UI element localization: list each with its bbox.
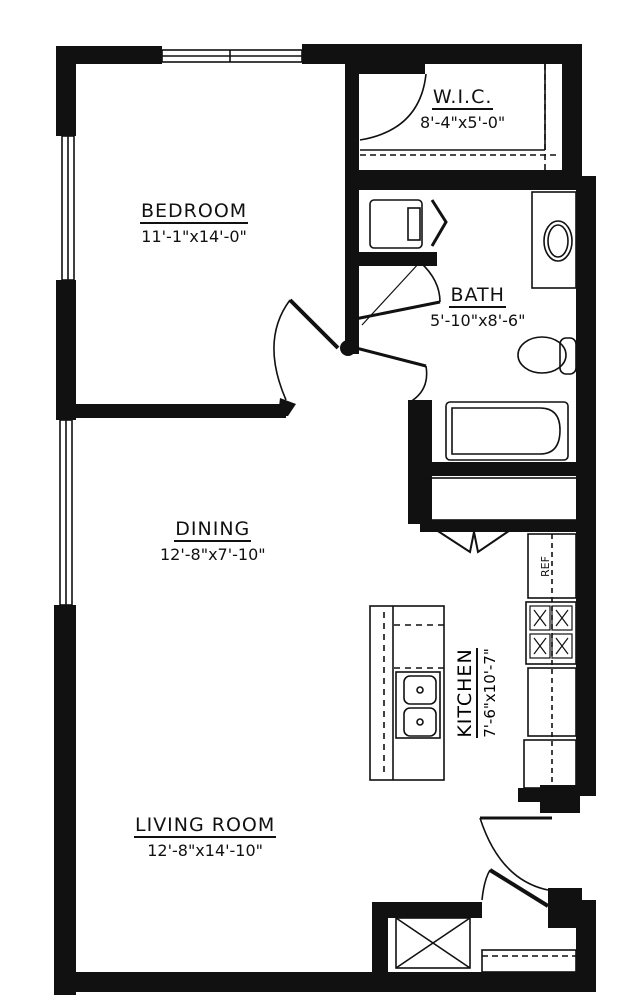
- room-name: W.I.C.: [431, 86, 494, 110]
- wall-bedroom-door-jamb: [278, 398, 296, 416]
- bathtub: [445, 401, 569, 461]
- hall-closet: [423, 477, 579, 521]
- bath-door-swing: [409, 365, 428, 403]
- wall-wic-header: [345, 64, 425, 74]
- wall-right-bath: [576, 176, 596, 796]
- room-label-dining: DINING 12'-8"x7'-10": [160, 518, 266, 566]
- toilet: [517, 336, 567, 374]
- wall-top-right: [302, 44, 582, 64]
- entry-bench: [481, 949, 577, 973]
- wall-bedroom-bottom: [56, 404, 286, 418]
- wic-door-swing: [359, 73, 427, 141]
- room-label-bath: BATH 5'-10"x8'-6": [430, 284, 525, 332]
- room-dimensions: 7'-6"x10'-7": [481, 648, 499, 738]
- room-label-wic: W.I.C. 8'-4"x5'-0": [420, 86, 505, 134]
- bath-sink: [543, 220, 573, 262]
- room-dimensions: 12'-8"x7'-10": [160, 545, 266, 564]
- room-name: BATH: [449, 284, 506, 308]
- room-name: LIVING ROOM: [134, 814, 277, 838]
- wall-bath-closet: [359, 252, 437, 266]
- kitchen-counter-end: [523, 739, 577, 789]
- bedroom-door-swing: [273, 299, 291, 401]
- room-label-bedroom: BEDROOM 11'-1"x14'-0": [140, 200, 249, 248]
- room-dimensions: 5'-10"x8'-6": [430, 311, 526, 330]
- room-dimensions: 11'-1"x14'-0": [141, 227, 247, 246]
- range: [525, 601, 577, 665]
- wall-tub-bottom: [408, 462, 580, 476]
- room-name: KITCHEN: [454, 648, 478, 738]
- wall-closet-bottom: [420, 520, 580, 532]
- wall-left-lower: [54, 605, 76, 995]
- wall-entry-closet-top: [372, 902, 482, 918]
- laundry-unit: [369, 199, 423, 249]
- room-label-kitchen: KITCHEN 7'-6"x10'-7": [454, 623, 500, 763]
- closet-bifold-door: [423, 521, 523, 554]
- room-name: DINING: [174, 518, 252, 542]
- wall-right-wic: [562, 44, 582, 184]
- wall-left-mid: [56, 280, 76, 420]
- wall-top-left: [56, 46, 162, 64]
- wall-kitchen-end: [518, 788, 580, 802]
- wall-left-upper: [56, 46, 76, 136]
- wall-entry-closet-left: [372, 902, 388, 982]
- wall-bath-top: [345, 176, 585, 190]
- room-name: BEDROOM: [140, 200, 249, 224]
- wall-bottom: [54, 972, 594, 992]
- wall-corner-post: [340, 340, 356, 356]
- room-dimensions: 8'-4"x5'-0": [420, 113, 506, 132]
- entry-door-swing: [479, 817, 549, 891]
- kitchen-sink: [395, 671, 441, 739]
- bath-vanity: [531, 191, 577, 289]
- room-dimensions: 12'-8"x14'-10": [147, 841, 264, 860]
- kitchen-island: [369, 605, 445, 781]
- wall-entry-step: [548, 888, 582, 928]
- wall-wic-left: [345, 64, 359, 354]
- refrigerator-label: REF: [538, 556, 552, 577]
- room-label-living-room: LIVING ROOM 12'-8"x14'-10": [134, 814, 277, 862]
